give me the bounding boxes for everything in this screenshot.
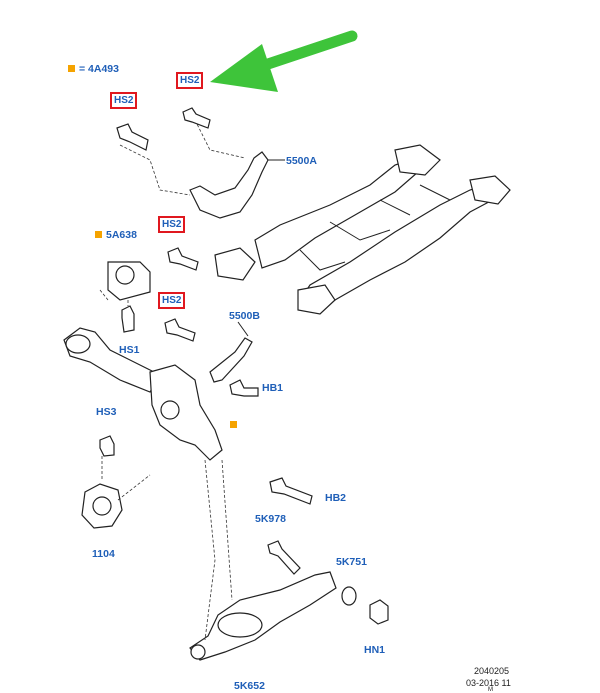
label-5500b: 5500B (229, 310, 260, 322)
square-marker-icon (68, 65, 75, 72)
legend: = 4A493 (68, 63, 119, 75)
label-5500a: 5500A (286, 155, 317, 167)
rear-subframe (214, 144, 511, 315)
label-hs3: HS3 (96, 406, 117, 418)
bolts (99, 107, 313, 575)
washer-and-nut (341, 586, 389, 625)
label-hn1: HN1 (364, 644, 386, 656)
wheel-hub-1104 (81, 456, 151, 529)
lower-arm-5k652 (189, 459, 337, 661)
lateral-link-5500b (209, 321, 253, 383)
label-1104: 1104 (92, 548, 115, 560)
callout-hs2-mid: HS2 (158, 216, 186, 233)
legend-text: = 4A493 (79, 63, 119, 75)
footer-code: 2040205 (474, 666, 510, 676)
label-hs1: HS1 (119, 344, 140, 356)
square-marker-icon (230, 421, 237, 428)
label-5k978: 5K978 (255, 513, 286, 525)
green-arrow-icon (210, 30, 358, 92)
footer-date: 03-2016 11 (466, 678, 511, 688)
footer-extra: M (488, 687, 493, 693)
callout-hs2-lower: HS2 (158, 292, 186, 309)
label-5a638-text: 5A638 (106, 229, 137, 241)
callout-hs2-left: HS2 (110, 92, 138, 109)
label-5k652: 5K652 (234, 680, 265, 692)
orange-marker (230, 419, 241, 431)
bushing-5a638 (99, 261, 151, 333)
label-hb1: HB1 (262, 382, 284, 394)
label-5k751: 5K751 (336, 556, 367, 568)
upper-arm-5500a (119, 119, 285, 219)
callout-hs2-top: HS2 (176, 72, 204, 89)
trailing-arm-and-knuckle (63, 327, 223, 461)
label-hb2: HB2 (325, 492, 347, 504)
label-5a638: 5A638 (95, 229, 137, 241)
square-marker-icon (95, 231, 102, 238)
